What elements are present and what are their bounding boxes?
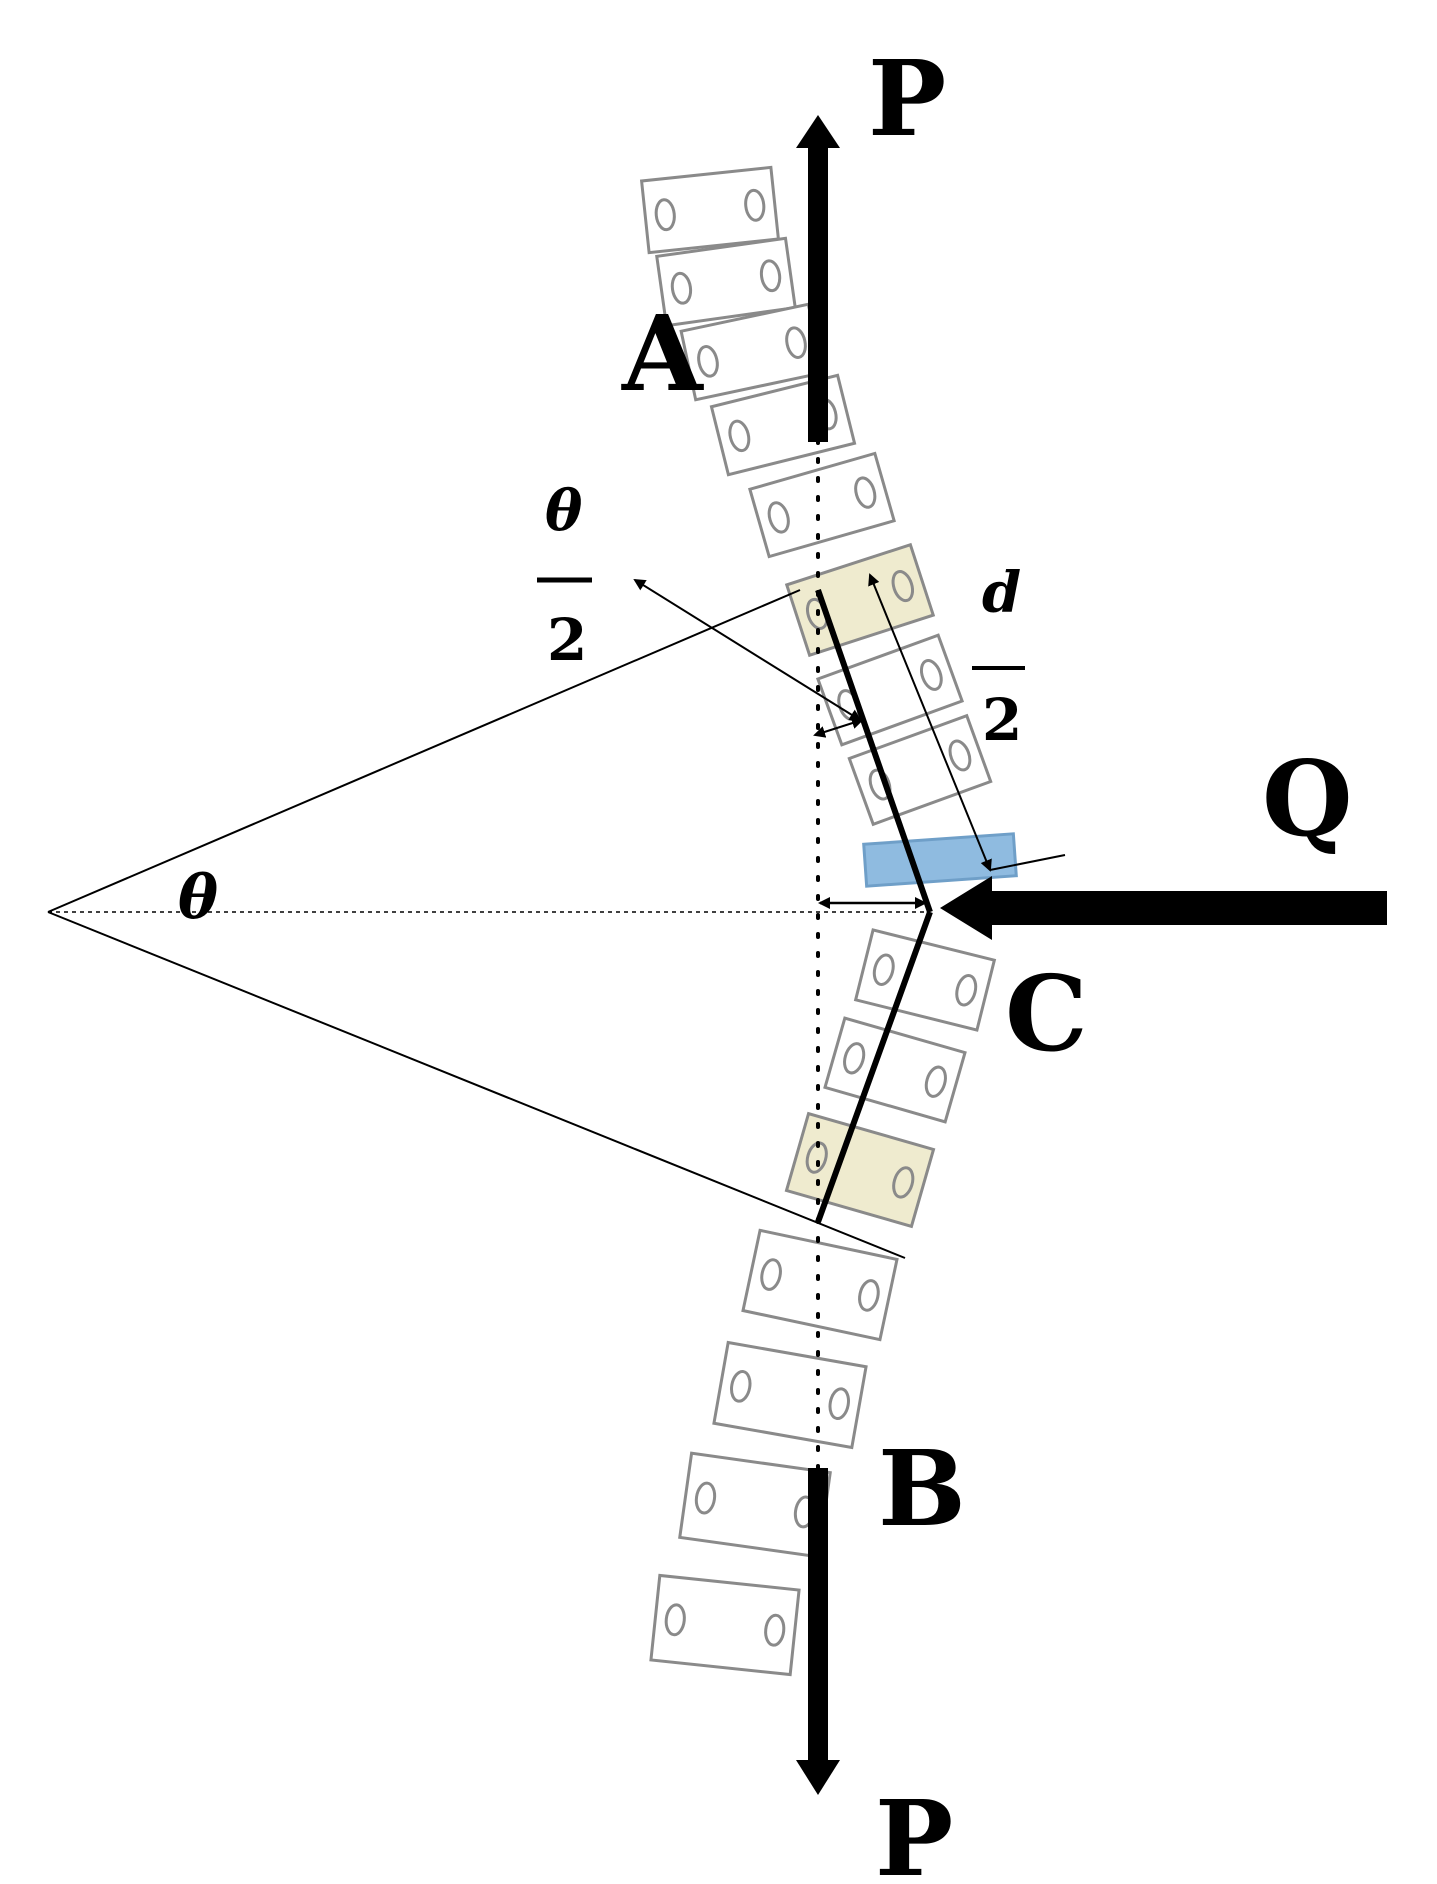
lower-radius-line [47, 911, 906, 1259]
force-arrowhead-p-top [796, 115, 840, 148]
half-d-arrow [868, 573, 992, 872]
vertebra [678, 1451, 832, 1559]
label-p-top: P [868, 37, 946, 160]
lower-chord-line [815, 910, 933, 1224]
label-a: A [621, 292, 704, 415]
vertebra-body [712, 1340, 868, 1450]
vertebra-pedicle [924, 1065, 947, 1098]
apex-disc [862, 832, 1018, 888]
small-offset-arrow [813, 717, 864, 738]
fraction-half-theta-denominator: 2 [547, 606, 587, 674]
vertebra [823, 1016, 967, 1124]
force-arrows [796, 115, 1387, 1795]
vertebra [741, 1228, 899, 1342]
vertebra-pedicle [760, 1258, 782, 1291]
vertebra-body [678, 1451, 832, 1559]
label-theta: θ [178, 863, 218, 933]
fraction-half-d-denominator: 2 [982, 686, 1022, 754]
vertebra-pedicle [854, 476, 877, 509]
vertebra [748, 451, 896, 559]
vertebra-pedicle [892, 1166, 915, 1199]
vertebra-body [784, 1111, 936, 1229]
vertebra-body [639, 165, 781, 255]
label-b: B [878, 1427, 966, 1550]
vertebra-pedicle [697, 345, 719, 378]
vertebra-pedicle [654, 198, 676, 232]
vertebra [649, 1573, 801, 1677]
vertebra-pedicle [730, 1369, 752, 1403]
vertebra-pedicle [664, 1603, 686, 1637]
force-arrowhead-q [940, 876, 992, 940]
highlighted-vertebra [784, 1111, 936, 1229]
vertebra [655, 236, 797, 328]
vertebra-pedicle [843, 1042, 866, 1075]
fraction-half-d-numerator: d [982, 560, 1021, 626]
vertebra-body [655, 236, 797, 328]
fraction-half-theta: θ 2 [537, 478, 592, 674]
half-theta-arrow [633, 578, 862, 722]
vertebra-pedicle [744, 188, 766, 222]
vertebra-pedicle [767, 501, 790, 534]
vertebra-pedicle [694, 1481, 717, 1515]
vertebra-pedicle [759, 259, 782, 293]
vertebra-pedicle [858, 1279, 880, 1312]
apex-disc-body [862, 832, 1018, 888]
c-tick [989, 854, 1066, 871]
vertebra [639, 165, 781, 255]
vertebra-body [784, 542, 936, 658]
fraction-half-d: d 2 [972, 560, 1025, 754]
force-arrowhead-p-bottom [796, 1760, 840, 1795]
vertebra [712, 1340, 868, 1450]
vertebra [853, 928, 997, 1032]
fraction-half-theta-numerator: θ [545, 478, 583, 544]
label-c: C [1005, 952, 1088, 1075]
label-q: Q [1262, 737, 1353, 860]
vertebra-pedicle [764, 1613, 786, 1647]
vertebra-pedicle [670, 271, 693, 305]
geometry-lines [47, 438, 1066, 1470]
vertebra-body [741, 1228, 899, 1342]
highlighted-vertebra [784, 542, 936, 658]
label-p-bottom: P [875, 1777, 953, 1879]
vertebra-pedicle [805, 1141, 828, 1174]
vertebra-pedicle [728, 419, 751, 453]
upper-radius-line [47, 589, 801, 913]
vertebra-body [649, 1573, 801, 1677]
vertebra-pedicle [785, 326, 807, 359]
vertebra-pedicle [872, 953, 895, 986]
vertebra-pedicle [828, 1387, 850, 1421]
vertebra-pedicle [955, 974, 978, 1007]
